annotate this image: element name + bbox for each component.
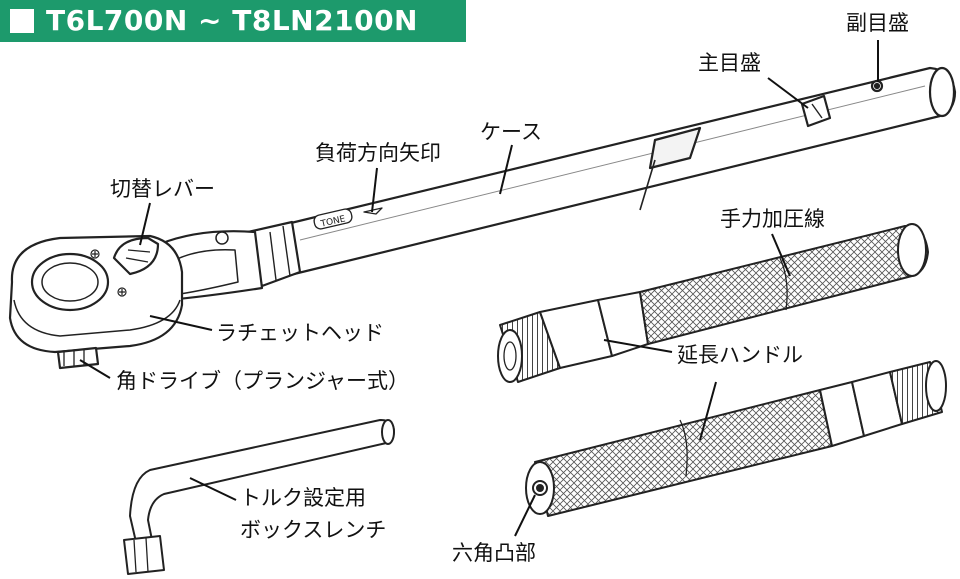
hand-pressure-line [779,257,788,311]
case-window [648,126,702,170]
label-main-scale: 主目盛 [698,51,761,75]
label-torque-wrench-line1: トルク設定用 [240,486,366,510]
title-banner: T6L700N ~ T8LN2100N [0,0,466,42]
label-case: ケース [480,120,542,144]
extension-handle [497,223,929,383]
square-drive [56,346,100,370]
label-ratchet-head: ラチェットヘッド [216,321,384,345]
main-scale-window [800,94,832,128]
page-title: T6L700N ~ T8LN2100N [46,4,418,37]
torque-wrench: TONE [8,66,957,370]
end-cap [928,66,956,118]
label-hex-boss: 六角凸部 [452,541,536,565]
socket-end [123,535,165,575]
label-torque-wrench-line2: ボックスレンチ [240,518,386,542]
leader-lines [79,40,879,537]
switch-lever [112,236,160,276]
banner-square-icon [10,9,34,33]
label-sub-scale: 副目盛 [846,11,909,35]
extension-handle-lower [525,360,947,517]
label-extension-handle: 延長ハンドル [677,343,803,367]
knurled-grip [639,225,929,345]
label-load-direction-arrow: 負荷方向矢印 [315,141,441,165]
box-wrench [123,419,395,575]
label-square-drive: 角ドライブ（プランジャー式） [116,369,409,393]
label-switch-lever: 切替レバー [110,177,215,201]
label-hand-pressure-line: 手力加圧線 [720,207,825,231]
